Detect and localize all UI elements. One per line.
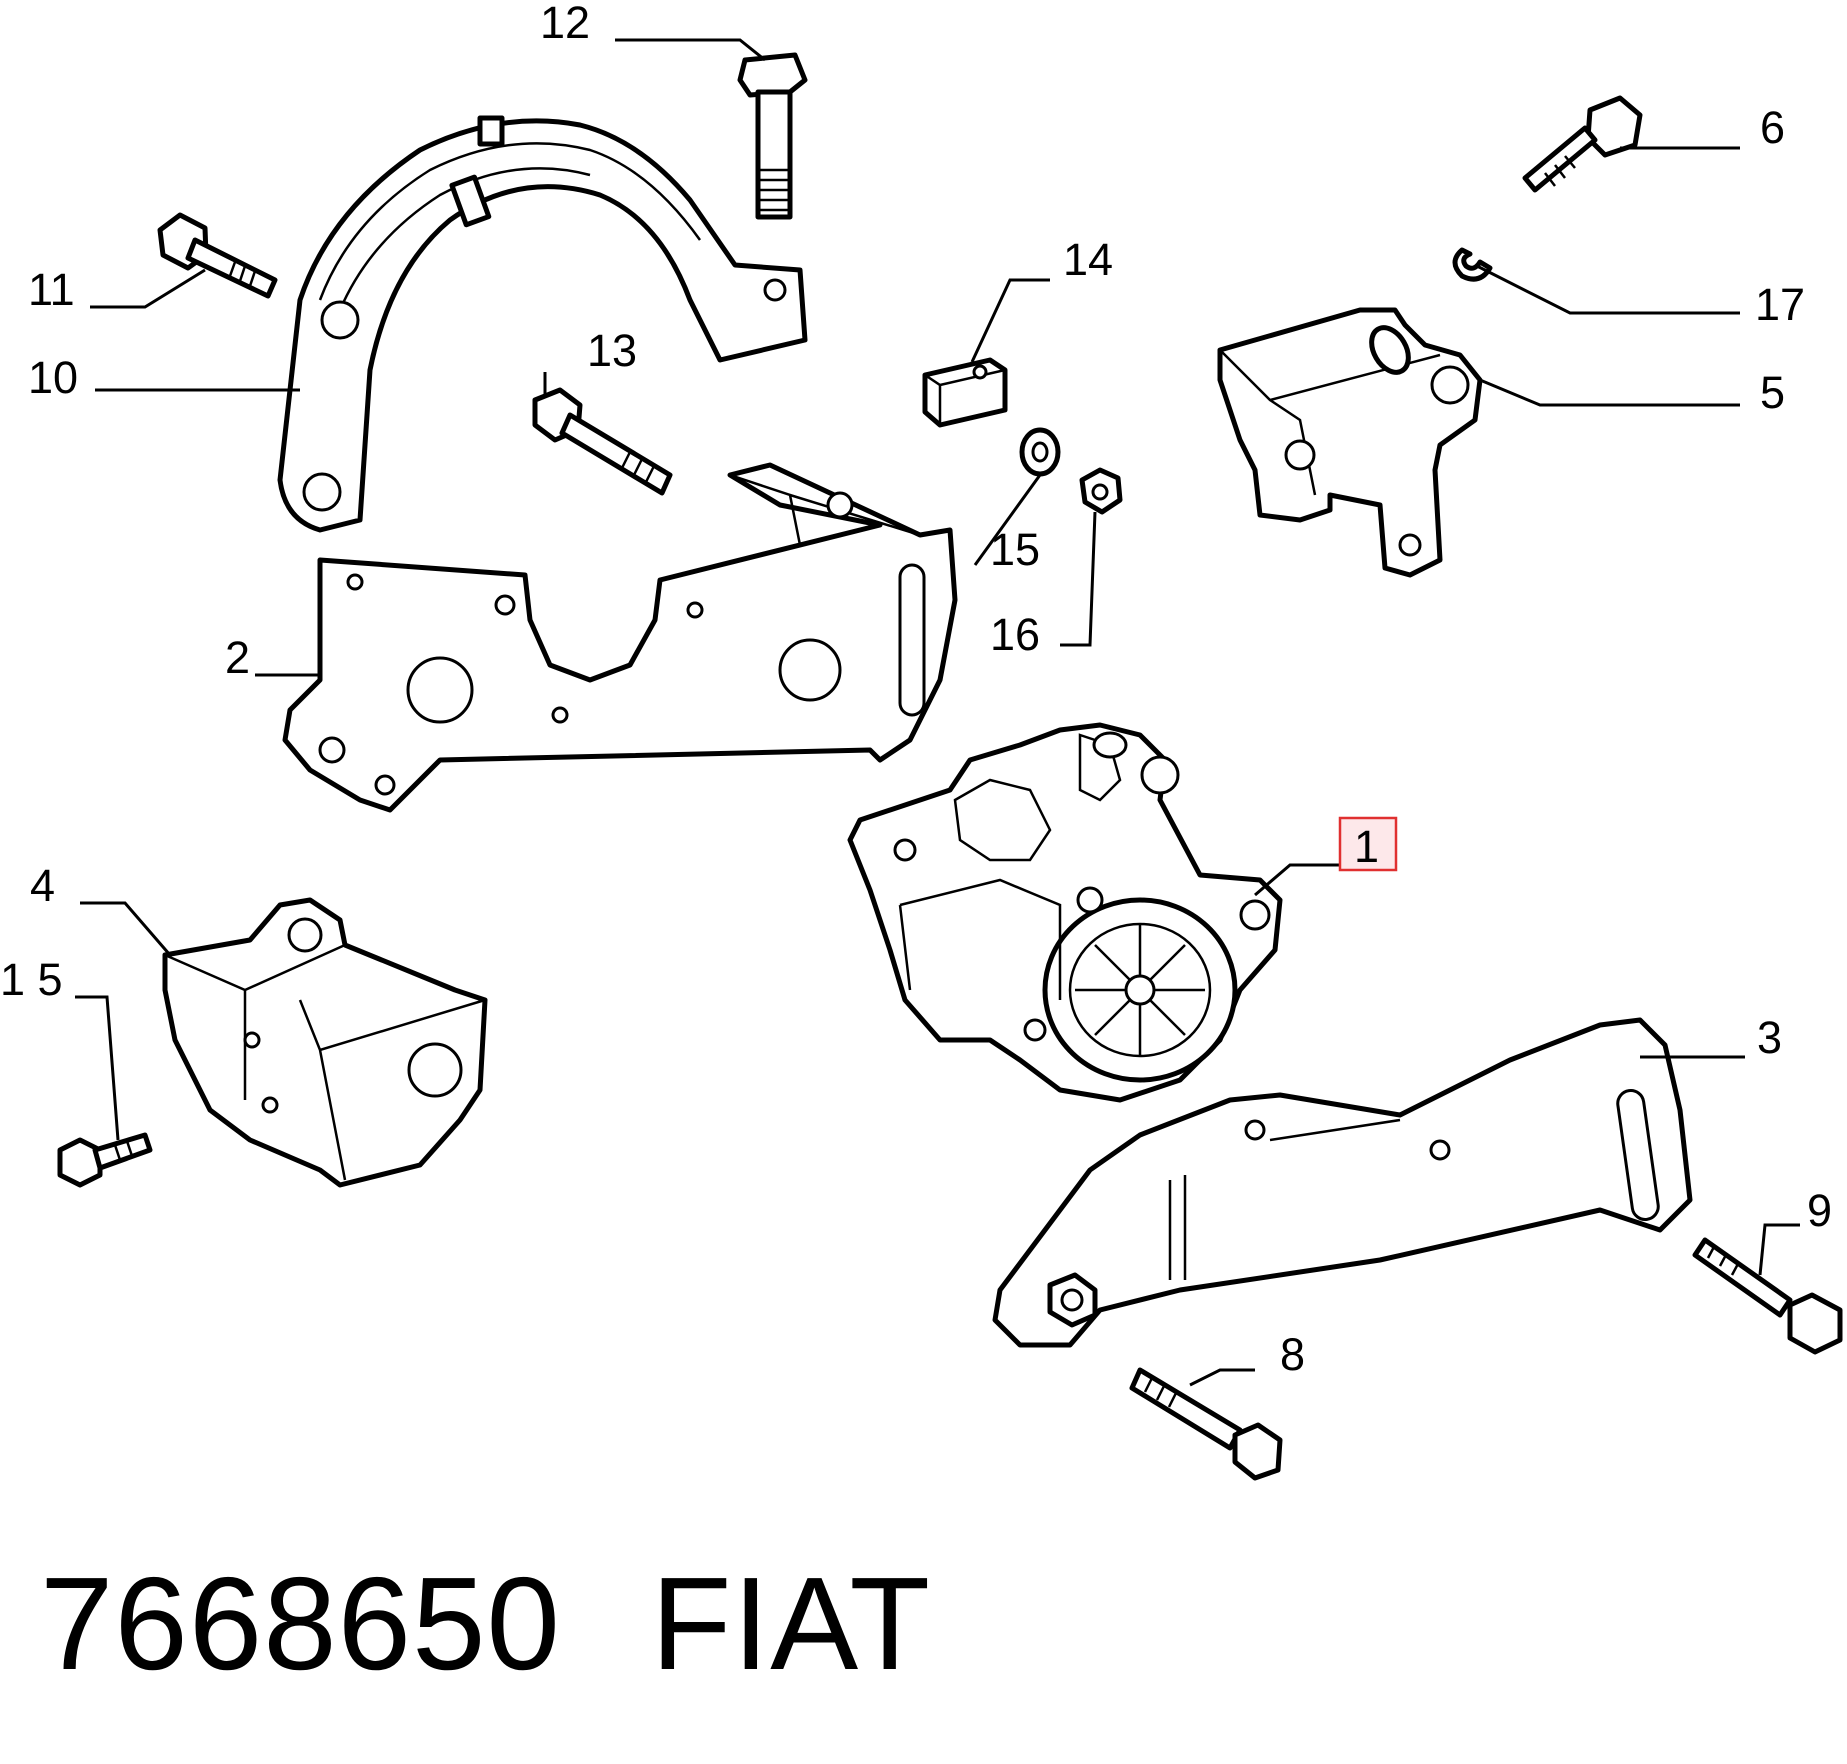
callout-12: 12	[540, 0, 590, 48]
part-8-bolt	[1129, 1367, 1283, 1481]
part-number-caption: 7668650 FIAT	[40, 1548, 1021, 1699]
leader-lines	[75, 38, 1800, 1387]
callout-3: 3	[1757, 1012, 1782, 1063]
callout-9: 9	[1807, 1185, 1832, 1236]
callout-10: 10	[28, 352, 78, 403]
callout-11: 11	[28, 264, 75, 315]
part-15-bolt-left	[57, 1132, 153, 1188]
callout-6: 6	[1760, 102, 1785, 153]
callout-17: 17	[1755, 279, 1805, 330]
part-5-bracket	[1217, 307, 1483, 578]
part-1-pump	[847, 722, 1283, 1103]
callout-15: 15	[990, 524, 1040, 575]
part-10-belt-cover	[277, 115, 808, 533]
callout-2: 2	[225, 632, 250, 683]
callout-4: 4	[30, 860, 55, 911]
part-2-bracket	[282, 462, 958, 813]
callout-1-highlight	[1338, 816, 1398, 872]
brand-name: FIAT	[650, 1550, 932, 1697]
part-6-bolt	[1522, 95, 1643, 193]
part-11-bolt	[157, 212, 278, 299]
callout-14: 14	[1063, 234, 1113, 285]
callout-1: 1	[1354, 821, 1379, 872]
callout-5: 5	[1760, 367, 1785, 418]
part-number: 7668650	[40, 1550, 561, 1697]
part-3-bracket	[992, 1017, 1693, 1348]
part-15-washer	[1019, 427, 1061, 477]
part-13-bolt	[532, 387, 673, 496]
part-9-bolt	[1692, 1237, 1843, 1355]
callout-labels: 12 6 11 14 17 10 13 5 15 16 2 1 4 1 5 3 …	[0, 0, 1832, 1380]
part-17-circlip	[1452, 247, 1493, 282]
part-14-clip	[922, 357, 1008, 428]
callout-8: 8	[1280, 1329, 1305, 1380]
part-12-bolt	[737, 52, 808, 220]
callout-13: 13	[587, 325, 637, 376]
part-4-mount	[162, 897, 488, 1188]
part-16-nut	[1079, 467, 1123, 515]
callout-15-left: 1 5	[0, 954, 63, 1005]
callout-16: 16	[990, 609, 1040, 660]
